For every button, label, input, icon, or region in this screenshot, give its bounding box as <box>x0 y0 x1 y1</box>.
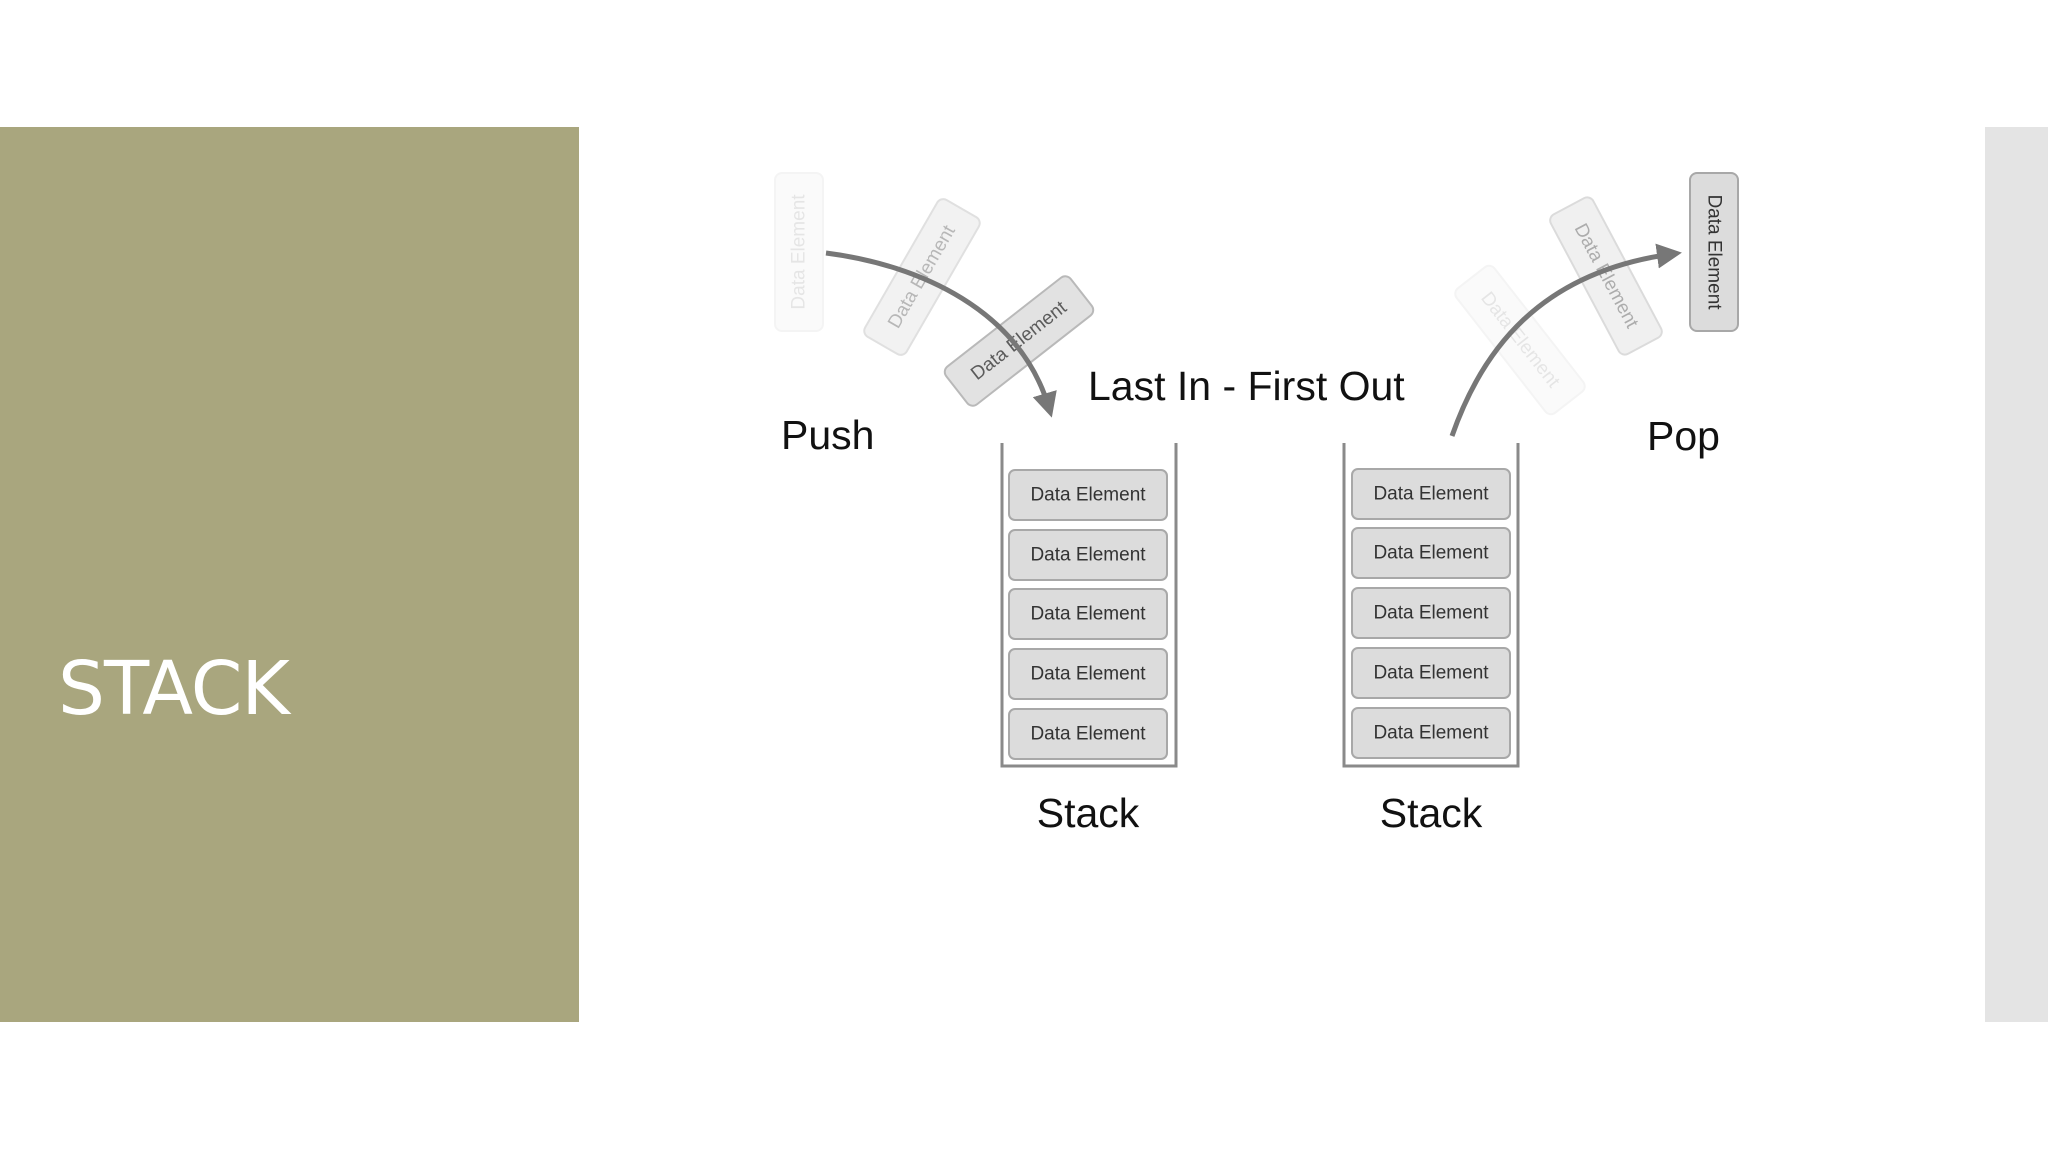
stack-right-element: Data Element <box>1351 587 1511 639</box>
side-strip <box>1985 127 2048 1022</box>
slide-title: STACK <box>58 646 290 732</box>
push-label: Push <box>781 412 874 458</box>
element-label: Data Element <box>1373 484 1489 505</box>
element-label: Data Element <box>1373 603 1489 624</box>
element-label: Data Element <box>1030 604 1146 625</box>
stack-right-container <box>1342 443 1520 768</box>
element-label: Data Element <box>1704 194 1725 310</box>
element-label: Data Element <box>1030 545 1146 566</box>
push-arrow <box>825 250 1057 418</box>
push-element-moving: Data Element <box>943 275 1095 407</box>
element-label: Data Element <box>1373 663 1489 684</box>
stack-left-element: Data Element <box>1008 708 1168 760</box>
stack-left-element: Data Element <box>1008 529 1168 581</box>
stack-left-element: Data Element <box>1008 469 1168 521</box>
stack-right-element: Data Element <box>1351 707 1511 759</box>
stack-right-element: Data Element <box>1351 468 1511 520</box>
push-element-faded-1: Data Element <box>774 172 824 332</box>
element-label: Data Element <box>1373 543 1489 564</box>
element-label: Data Element <box>1373 723 1489 744</box>
stack-right-element: Data Element <box>1351 527 1511 579</box>
pop-label: Pop <box>1647 413 1720 459</box>
lifo-heading: Last In - First Out <box>1088 363 1405 409</box>
stack-left-label: Stack <box>1037 790 1140 836</box>
stack-left-element: Data Element <box>1008 588 1168 640</box>
stack-right-element: Data Element <box>1351 647 1511 699</box>
element-label: Data Element <box>1030 485 1146 506</box>
pop-element-faded-2: Data Element <box>1549 196 1663 356</box>
element-label: Data Element <box>1030 664 1146 685</box>
stack-left-container <box>1000 443 1178 768</box>
element-label: Data Element <box>789 194 810 310</box>
pop-element-popped: Data Element <box>1689 172 1739 332</box>
stack-left: Data Element Data Element Data Element D… <box>1000 443 1178 836</box>
stack-left-element: Data Element <box>1008 648 1168 700</box>
stack-right: Data Element Data Element Data Element D… <box>1342 443 1520 836</box>
element-label: Data Element <box>1030 724 1146 745</box>
pop-arrow <box>1449 243 1682 437</box>
title-panel: STACK <box>0 127 579 1022</box>
stack-diagram: Data Element Data Element Data Element D… <box>774 172 1739 836</box>
stack-right-label: Stack <box>1380 790 1483 836</box>
